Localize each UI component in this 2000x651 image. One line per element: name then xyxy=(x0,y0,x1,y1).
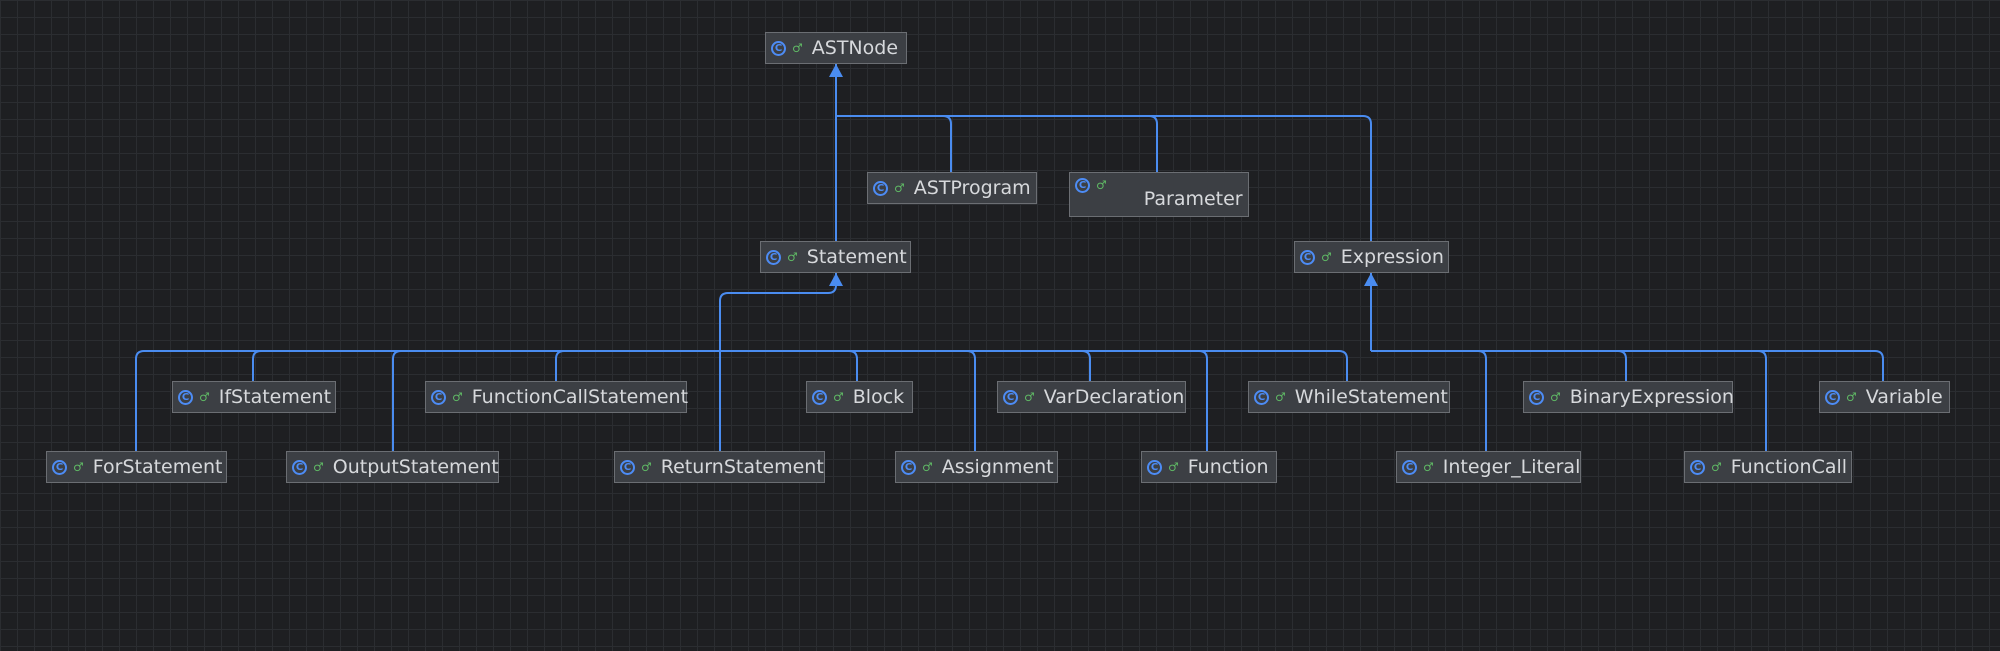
edge-ifstatement xyxy=(252,350,720,381)
visibility-icon: ♂ xyxy=(1168,460,1179,474)
edge-expression xyxy=(836,115,1372,241)
class-node-ifstatement[interactable]: C ♂ IfStatement xyxy=(172,381,336,413)
class-node-whilestatement[interactable]: C ♂ WhileStatement xyxy=(1248,381,1450,413)
class-name-label: Variable xyxy=(1865,386,1943,408)
class-icon: C xyxy=(1825,389,1840,405)
class-name-label: ForStatement xyxy=(92,456,223,478)
class-node-assignment[interactable]: C ♂ Assignment xyxy=(895,451,1058,483)
class-name-label: FunctionCall xyxy=(1730,456,1848,478)
visibility-icon: ♂ xyxy=(73,460,84,474)
class-name-label: Integer_Literal xyxy=(1442,456,1581,478)
class-icon: C xyxy=(1254,389,1269,405)
class-node-binaryexpression[interactable]: C ♂ BinaryExpression xyxy=(1523,381,1734,413)
class-icon: C xyxy=(620,459,635,475)
class-node-block[interactable]: C ♂ Block xyxy=(806,381,913,413)
class-name-label: IfStatement xyxy=(218,386,332,408)
class-name-label: OutputStatement xyxy=(332,456,499,478)
class-icon: C xyxy=(771,40,786,56)
class-icon: C xyxy=(1690,459,1705,475)
visibility-icon: ♂ xyxy=(1096,178,1107,192)
class-icon: C xyxy=(1529,389,1544,405)
inheritance-arrowhead-statement xyxy=(829,273,843,286)
visibility-icon: ♂ xyxy=(792,41,803,55)
class-name-label: Assignment xyxy=(941,456,1054,478)
class-name-label: ReturnStatement xyxy=(660,456,824,478)
class-node-functioncall[interactable]: C ♂ FunctionCall xyxy=(1684,451,1852,483)
class-node-functioncallstatement[interactable]: C ♂ FunctionCallStatement xyxy=(425,381,689,413)
visibility-icon: ♂ xyxy=(787,250,798,264)
class-icon: C xyxy=(1300,249,1315,265)
class-node-returnstatement[interactable]: C ♂ ReturnStatement xyxy=(614,451,825,483)
class-icon: C xyxy=(178,389,193,405)
class-icon: C xyxy=(52,459,67,475)
edge-forstatement xyxy=(135,350,720,451)
class-node-astnode[interactable]: C ♂ ASTNode xyxy=(765,32,907,64)
class-name-label: VarDeclaration xyxy=(1043,386,1185,408)
visibility-icon: ♂ xyxy=(641,460,652,474)
visibility-icon: ♂ xyxy=(1423,460,1434,474)
edge-binaryexpression xyxy=(1371,350,1627,381)
class-name-label: Statement xyxy=(806,246,907,268)
class-name-label: Block xyxy=(852,386,905,408)
class-node-parameter[interactable]: C ♂ Parameter xyxy=(1069,172,1249,217)
class-icon: C xyxy=(1147,459,1162,475)
inheritance-arrowhead-astnode xyxy=(829,64,843,77)
class-node-integer-literal[interactable]: C ♂ Integer_Literal xyxy=(1396,451,1581,483)
class-icon: C xyxy=(292,459,307,475)
edge-functioncallstatement xyxy=(555,350,720,381)
edge-astprogram xyxy=(836,115,952,172)
class-icon: C xyxy=(1402,459,1417,475)
class-node-variable[interactable]: C ♂ Variable xyxy=(1819,381,1950,413)
class-name-label: ASTProgram xyxy=(913,177,1031,199)
class-name-label: Parameter xyxy=(1143,188,1243,210)
edge-whilestatement xyxy=(720,350,1348,381)
class-name-label: BinaryExpression xyxy=(1569,386,1734,408)
edge-function xyxy=(720,350,1208,451)
class-node-function[interactable]: C ♂ Function xyxy=(1141,451,1277,483)
edge-variable xyxy=(1371,350,1884,381)
edge-outputstatement xyxy=(392,350,720,451)
visibility-icon: ♂ xyxy=(894,181,905,195)
class-node-statement[interactable]: C ♂ Statement xyxy=(760,241,911,273)
class-node-astprogram[interactable]: C ♂ ASTProgram xyxy=(867,172,1037,204)
visibility-icon: ♂ xyxy=(1275,390,1286,404)
class-icon: C xyxy=(873,180,888,196)
class-icon: C xyxy=(1075,178,1090,193)
edge-trunk-statement xyxy=(719,273,837,351)
visibility-icon: ♂ xyxy=(199,390,210,404)
class-name-label: Function xyxy=(1187,456,1269,478)
visibility-icon: ♂ xyxy=(1550,390,1561,404)
visibility-icon: ♂ xyxy=(1846,390,1857,404)
class-name-label: FunctionCallStatement xyxy=(471,386,689,408)
class-node-vardeclaration[interactable]: C ♂ VarDeclaration xyxy=(997,381,1186,413)
class-node-outputstatement[interactable]: C ♂ OutputStatement xyxy=(286,451,499,483)
visibility-icon: ♂ xyxy=(313,460,324,474)
visibility-icon: ♂ xyxy=(1024,390,1035,404)
class-name-label: Expression xyxy=(1340,246,1444,268)
visibility-icon: ♂ xyxy=(922,460,933,474)
visibility-icon: ♂ xyxy=(1321,250,1332,264)
visibility-icon: ♂ xyxy=(1711,460,1722,474)
visibility-icon: ♂ xyxy=(452,390,463,404)
edge-functioncall xyxy=(1371,350,1767,451)
visibility-icon: ♂ xyxy=(833,390,844,404)
edge-block xyxy=(720,350,858,381)
class-icon: C xyxy=(431,389,446,405)
class-icon: C xyxy=(901,459,916,475)
class-name-label: ASTNode xyxy=(811,37,899,59)
class-name-label: WhileStatement xyxy=(1294,386,1448,408)
edge-vardeclaration xyxy=(720,350,1091,381)
class-icon: C xyxy=(766,249,781,265)
class-icon: C xyxy=(1003,389,1018,405)
class-node-expression[interactable]: C ♂ Expression xyxy=(1294,241,1449,273)
inheritance-arrowhead-expression xyxy=(1364,273,1378,286)
class-icon: C xyxy=(812,389,827,405)
edge-parameter xyxy=(836,115,1158,172)
class-node-forstatement[interactable]: C ♂ ForStatement xyxy=(46,451,227,483)
